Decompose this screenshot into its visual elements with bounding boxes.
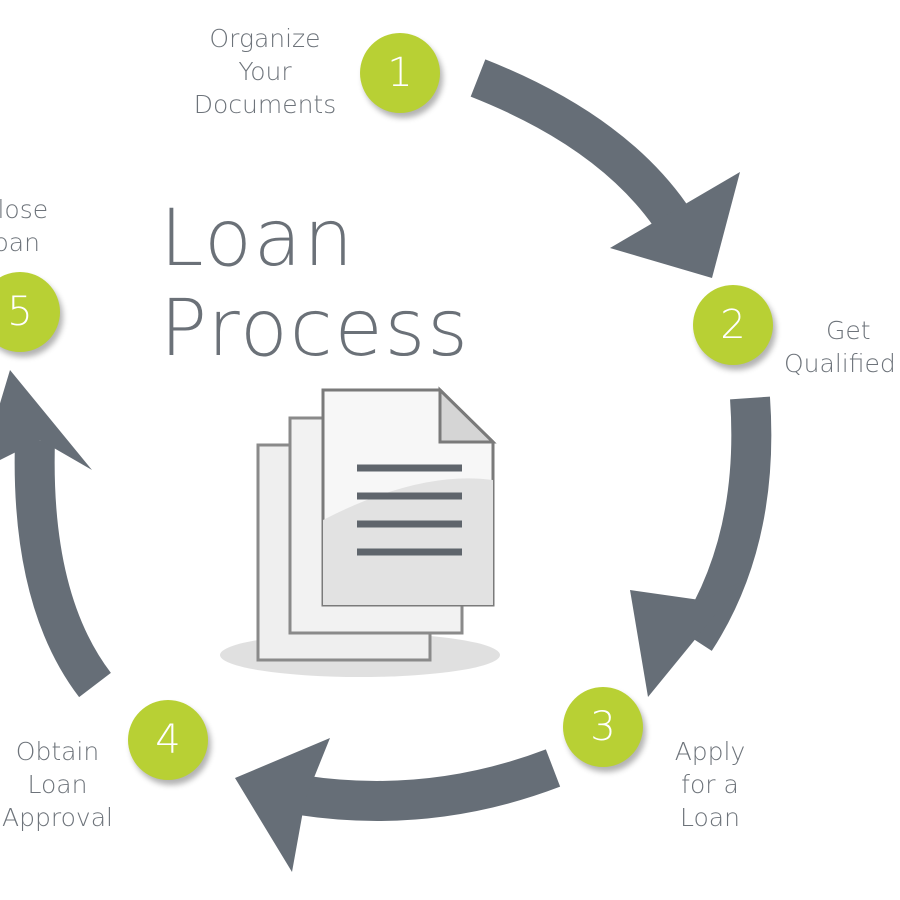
title-line-2: Process (160, 284, 470, 374)
label-line: Organize (209, 24, 321, 53)
label-line: Loan (680, 803, 740, 832)
step-2-badge: 2 (693, 285, 773, 365)
arrowhead-2 (630, 582, 742, 697)
step-4-label: Obtain Loan Approval (0, 735, 120, 834)
label-line: Loan (0, 228, 40, 257)
arrow-1-to-2 (470, 59, 687, 227)
label-line: Get (826, 316, 871, 345)
label-line: Documents (193, 90, 337, 119)
title-line-1: Loan (160, 194, 356, 284)
arrowhead-1 (610, 172, 740, 278)
step-1-badge: 1 (360, 33, 440, 113)
arrowhead-4 (0, 370, 92, 470)
label-line: Obtain (15, 737, 100, 766)
label-line: for a (681, 770, 739, 799)
step-5-label: Close Loan (0, 193, 70, 259)
label-line: Apply (674, 737, 746, 766)
arrow-3-to-4 (296, 749, 561, 821)
arrowhead-3 (235, 738, 330, 872)
step-3-label: Apply for a Loan (650, 735, 770, 834)
arrow-4-to-5 (14, 439, 112, 698)
step-2-label: Get Qualified (784, 314, 896, 380)
label-line: Close (0, 195, 49, 224)
label-line: Loan (27, 770, 88, 799)
documents-stack-icon (220, 386, 500, 677)
step-4-badge: 4 (128, 700, 208, 780)
step-3-badge: 3 (563, 687, 643, 767)
step-1-label: Organize Your Documents (180, 22, 350, 121)
label-line: Approval (2, 803, 113, 832)
label-line: Qualified (784, 349, 896, 378)
label-line: Your (238, 57, 292, 86)
